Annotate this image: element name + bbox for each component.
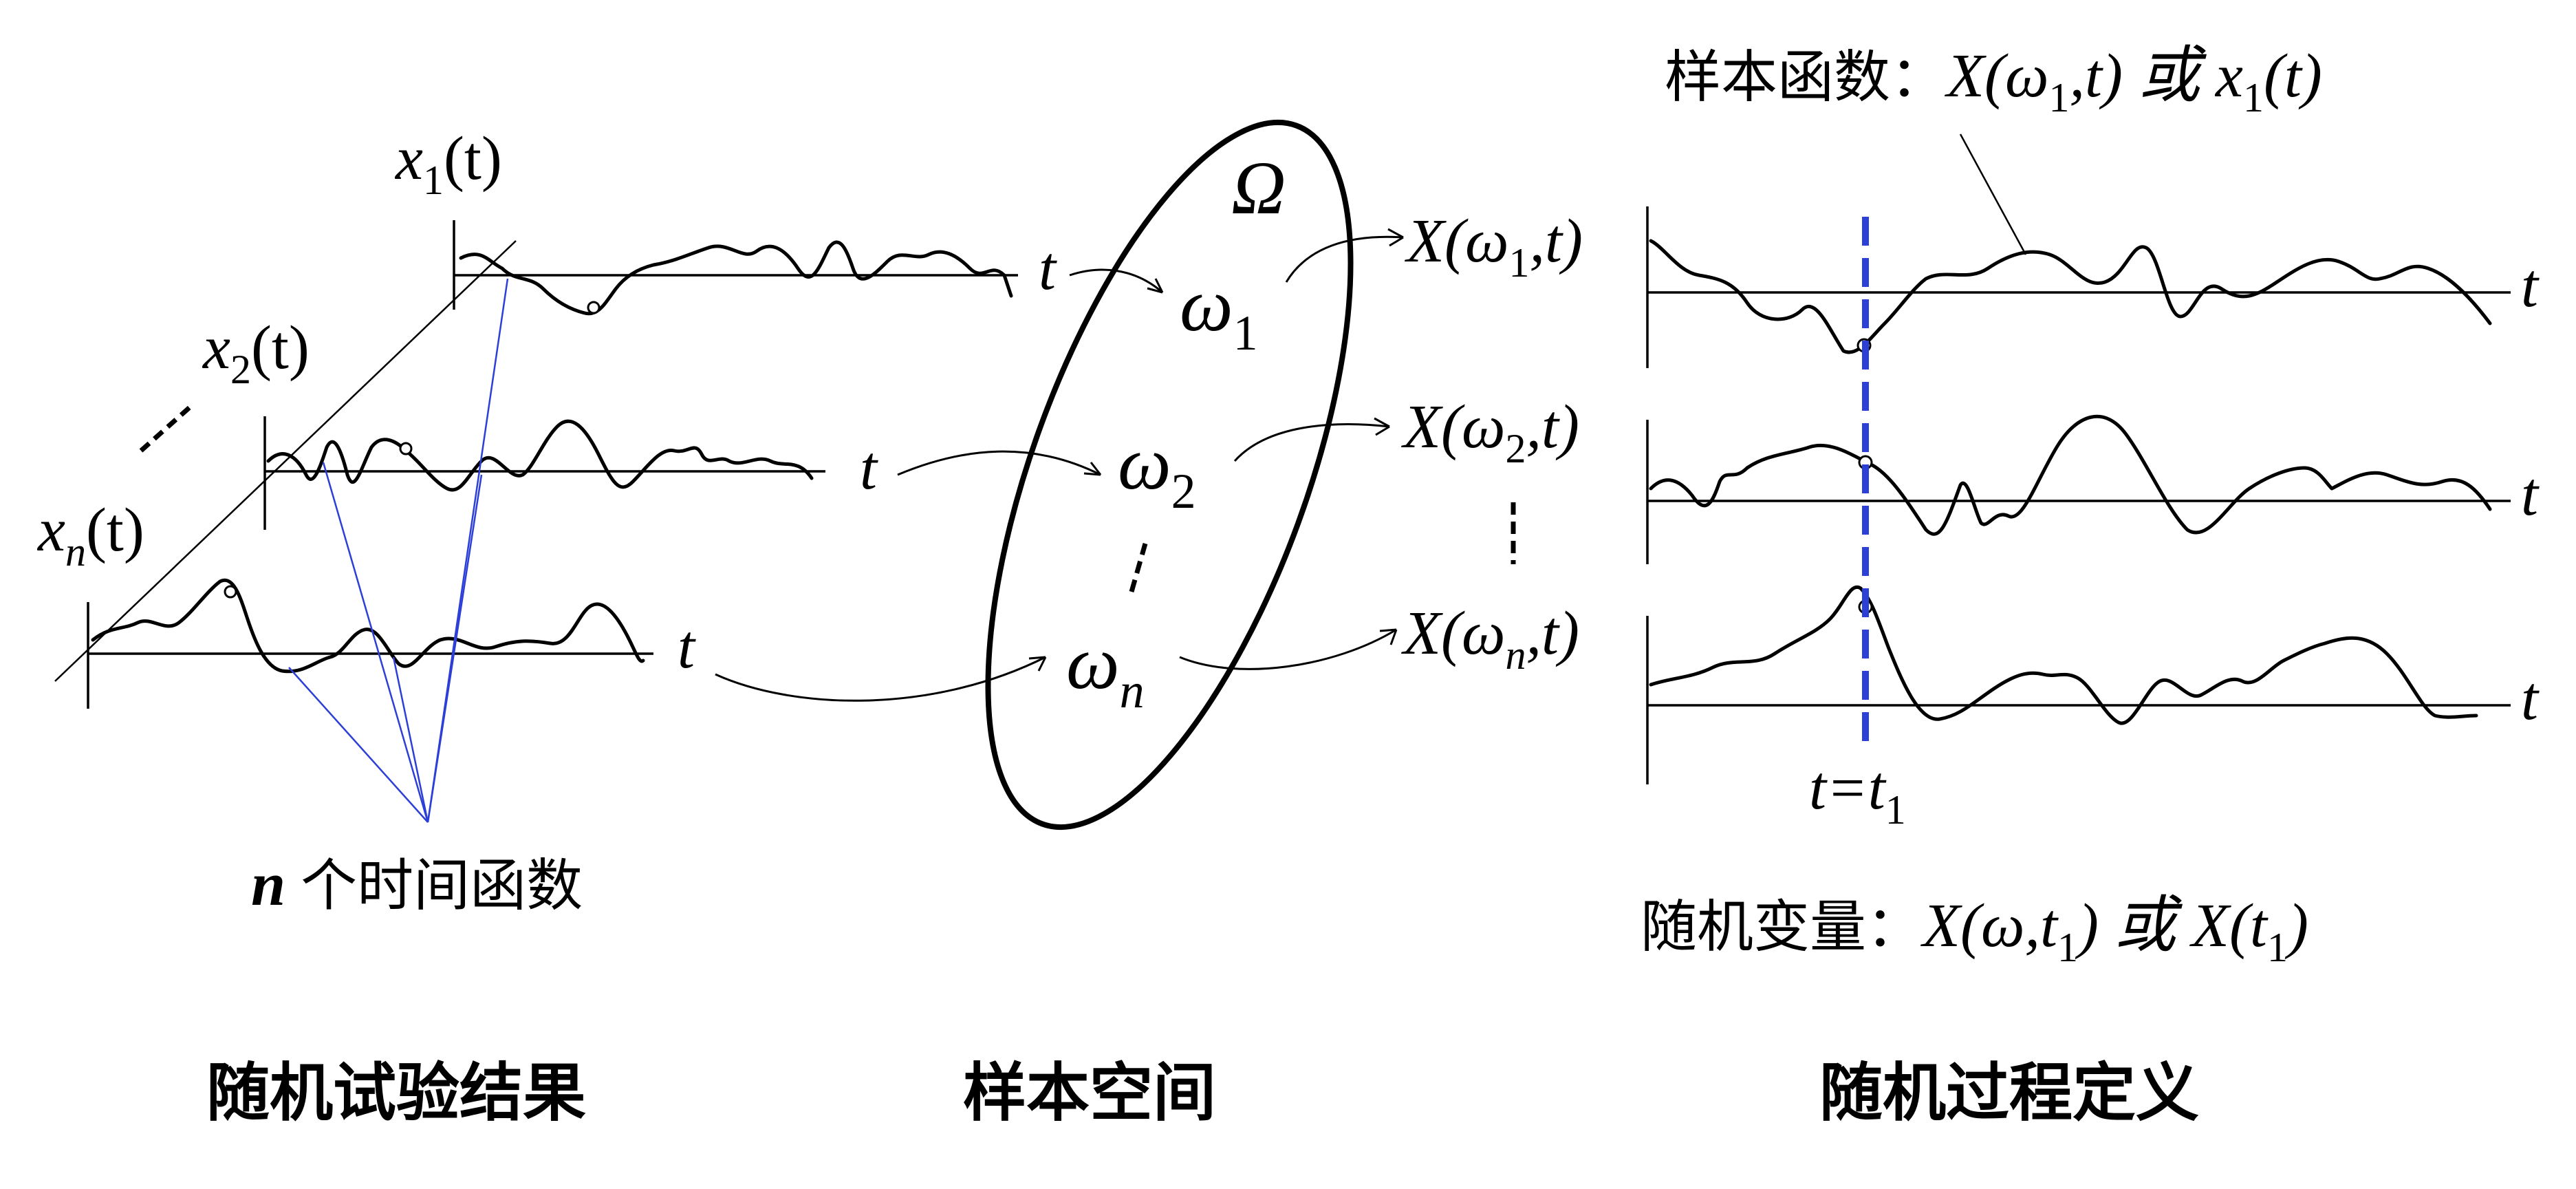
X-omega2-label: X(ω2,t): [1401, 393, 1579, 471]
label-x2: x2(t): [202, 314, 310, 392]
xn-waveform: [91, 578, 645, 674]
ellipsis-dashes: [139, 404, 193, 453]
arrow-t-to-omega2: [897, 450, 1101, 476]
x2-waveform: [266, 419, 814, 492]
perspective-line: [54, 240, 517, 682]
x2-axis-t: t: [860, 434, 878, 502]
arrow-t-to-omegan: [715, 656, 1046, 702]
label-xn: xn(t): [36, 496, 144, 575]
omega-capital: Ω: [1231, 146, 1286, 230]
time-t1-label: t=t1: [1809, 754, 1906, 833]
arrow-t-to-omega1: [1069, 268, 1163, 294]
X-omegan-label: X(ωn,t): [1401, 599, 1579, 678]
sample-space-title: 样本空间: [963, 1056, 1216, 1130]
x1-sample-point: [587, 301, 600, 314]
omega-1: ω1: [1180, 263, 1258, 361]
experiment-results-title: 随机试验结果: [206, 1056, 586, 1130]
sample-space-ellipse: [985, 119, 1354, 831]
sample-space-panel: Ω ω1 ω2 ωn 样本空间: [715, 119, 1404, 1130]
random-process-title: 随机过程定义: [1819, 1056, 2199, 1130]
arrow-omegan-to-Xn: [1179, 628, 1397, 670]
xn-axis-t: t: [678, 613, 696, 681]
sampling-lines: [288, 278, 509, 823]
omega-2: ω2: [1118, 421, 1196, 519]
row3-waveform: [1649, 585, 2478, 725]
x2-sample-point: [399, 442, 413, 456]
sample-function-pointer: [1959, 133, 2027, 255]
sample-function-label: 样本函数：X(ω1,t) 或 x1(t): [1665, 42, 2322, 120]
random-process-panel: 样本函数：X(ω1,t) 或 x1(t) X(ω1,t) X(ω2,t) X(ω…: [1401, 42, 2540, 1130]
label-x1: x1(t): [394, 125, 502, 203]
X-omega1-label: X(ω1,t): [1405, 207, 1583, 286]
row1-waveform: [1649, 239, 2492, 354]
omega-n: ωn: [1066, 621, 1145, 718]
x1-axis-t: t: [1039, 235, 1057, 303]
random-variable-label: 随机变量：X(ω,t1) 或 X(t1): [1641, 892, 2308, 970]
row3-axis-t: t: [2521, 665, 2540, 733]
x1-waveform: [459, 240, 1013, 316]
xn-sample-point: [224, 585, 237, 599]
omega-ellipsis: [1129, 543, 1148, 592]
row2-waveform: [1649, 414, 2492, 536]
row1-axis-t: t: [2521, 252, 2540, 320]
arrow-omega1-to-X1: [1285, 235, 1404, 283]
row2-axis-t: t: [2521, 460, 2540, 528]
arrow-omega2-to-X2: [1233, 423, 1390, 462]
